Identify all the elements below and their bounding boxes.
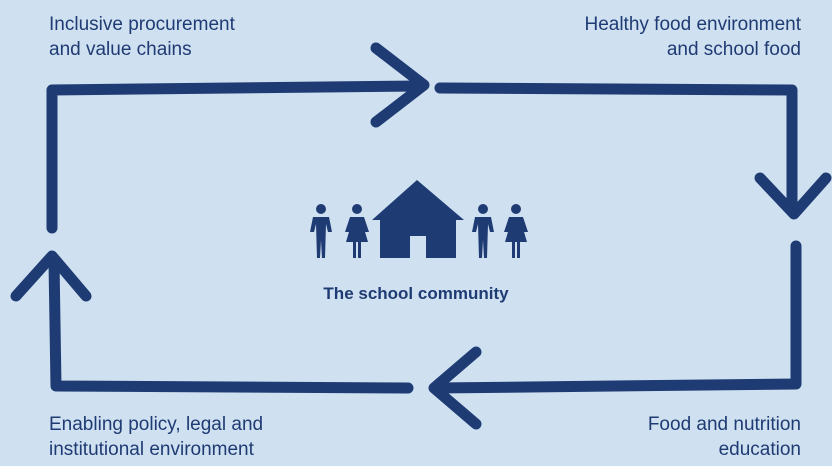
arrow-to-top-right	[46, 80, 426, 234]
label-healthy-food-environment: Healthy food environment and school food	[584, 12, 801, 62]
label-line: Inclusive procurement	[49, 14, 235, 35]
arrow-head-left	[10, 250, 92, 302]
school-community-icon	[310, 180, 528, 258]
arrow-to-bottom-right	[434, 82, 798, 216]
school-house-icon	[372, 180, 464, 258]
label-line: Enabling policy, legal and	[49, 414, 264, 435]
label-line: and school food	[666, 39, 801, 60]
arrow-to-bottom-left	[430, 240, 802, 394]
label-line: institutional environment	[49, 439, 254, 460]
label-enabling-policy: Enabling policy, legal and institutional…	[49, 412, 263, 462]
child-figure-icon	[504, 204, 528, 258]
label-line: education	[718, 439, 801, 460]
label-line: Healthy food environment	[584, 14, 801, 35]
arrow-head-right	[754, 172, 832, 220]
arrow-head-bottom	[428, 346, 482, 430]
child-figure-icon	[345, 204, 369, 258]
child-figure-icon	[472, 204, 494, 258]
label-inclusive-procurement: Inclusive procurement and value chains	[49, 12, 235, 62]
label-line: Food and nutrition	[647, 414, 801, 435]
arrow-head-top	[370, 42, 430, 128]
label-food-nutrition-education: Food and nutrition education	[648, 412, 801, 462]
arrow-to-top-left	[48, 256, 414, 394]
center-title: The school community	[323, 284, 509, 303]
child-figure-icon	[310, 204, 332, 258]
label-line: and value chains	[49, 39, 192, 60]
